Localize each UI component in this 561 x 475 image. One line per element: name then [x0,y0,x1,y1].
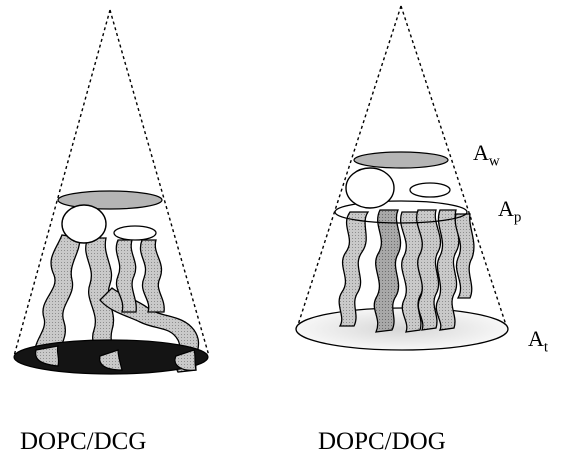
left-head-small [114,226,156,240]
area-tail-label: At [528,326,548,356]
left-head-large [62,205,106,243]
right-cone-group [296,6,508,350]
area-water-label: Aw [473,140,500,170]
right-head-large [346,168,394,208]
area-polar-label: Ap [498,196,521,226]
left-top-disc [58,191,162,209]
left-system-label: DOPC/DCG [20,428,146,456]
right-base-disc [296,308,508,350]
right-top-disc [354,152,448,168]
left-cone-group [14,10,209,374]
right-tail-6 [455,214,474,298]
right-head-small [410,183,450,197]
left-tail-5 [140,240,164,312]
right-system-label: DOPC/DOG [318,428,446,456]
